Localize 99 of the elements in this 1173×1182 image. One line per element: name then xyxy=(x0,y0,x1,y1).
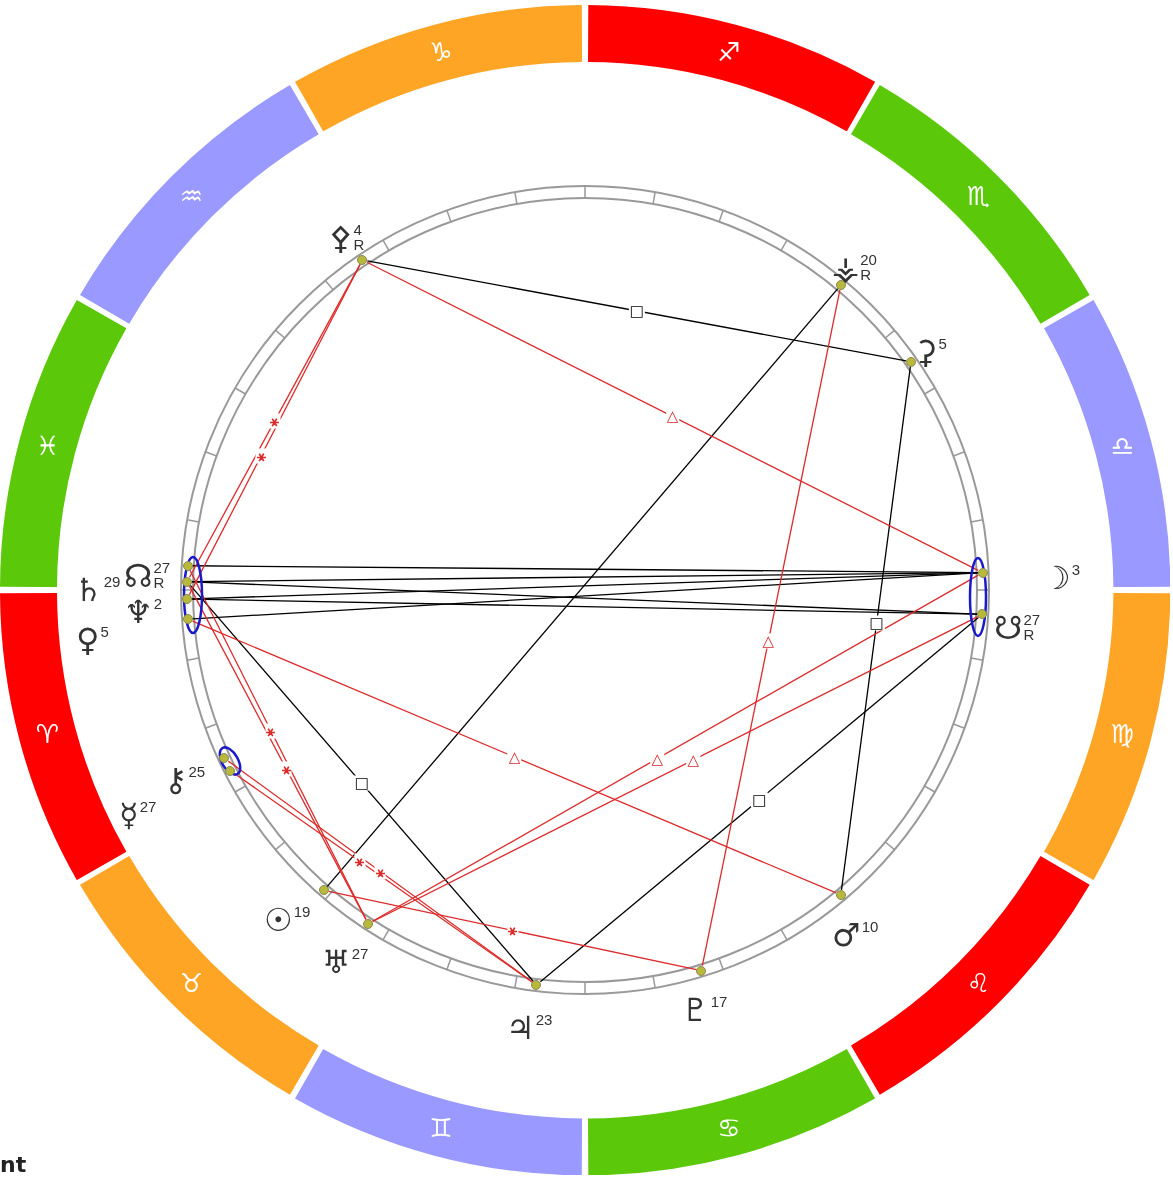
degree-number: 3 xyxy=(1071,562,1081,577)
degree-number: 25 xyxy=(188,764,206,779)
zodiac-glyph: ♓ xyxy=(35,432,60,459)
planet-glyph: ☊ xyxy=(124,560,153,592)
zodiac-glyph: ♍ xyxy=(1110,721,1135,747)
zodiac-glyph: ♈ xyxy=(35,721,60,747)
note-text: nt xyxy=(0,1152,27,1177)
planet-glyph: ♃ xyxy=(506,1012,535,1044)
planet-dot xyxy=(835,889,846,900)
zodiac-glyph: ♊ xyxy=(429,1114,453,1141)
degree-number: 27 xyxy=(1023,612,1041,627)
zodiac-segment xyxy=(79,84,319,324)
planet-dot xyxy=(363,918,374,929)
planet-dot xyxy=(182,594,193,604)
planet-glyph: ♅ xyxy=(322,946,351,978)
zodiac-segment xyxy=(295,1048,583,1175)
aspect-symbol: △ xyxy=(650,751,664,767)
aspect-symbol: ⚹ xyxy=(255,448,267,464)
aspect-symbol: ⚹ xyxy=(269,413,281,429)
aspect-line xyxy=(840,366,911,891)
planet-glyph: ♇ xyxy=(681,994,710,1026)
zodiac-segment xyxy=(1043,300,1170,588)
aspect-line xyxy=(192,572,979,620)
degree-number: 17 xyxy=(710,994,728,1009)
retrograde-mark: R xyxy=(353,237,365,252)
retrograde-mark: R xyxy=(860,267,873,282)
planet-dot xyxy=(906,356,916,367)
aspect-symbol: ⚹ xyxy=(354,853,366,869)
aspect-line xyxy=(191,598,978,615)
aspect-symbol: △ xyxy=(761,633,776,649)
degree-number: 27 xyxy=(139,799,157,814)
retrograde-mark: R xyxy=(153,575,166,590)
aspect-line xyxy=(539,616,980,983)
planet-glyph: ⚶ xyxy=(832,252,860,284)
aspect-symbol: ⚹ xyxy=(374,864,386,880)
zodiac-glyph: ♐ xyxy=(717,39,741,66)
aspect-symbol: □ xyxy=(353,775,370,791)
aspect-symbol: □ xyxy=(751,792,768,808)
planet-dot xyxy=(977,609,988,620)
planet-dot xyxy=(182,560,193,571)
aspect-line xyxy=(328,890,698,971)
planet-glyph: ⚳ xyxy=(914,336,938,368)
zodiac-segment xyxy=(587,5,875,132)
degree-number: 27 xyxy=(351,946,369,961)
aspect-symbol: ⚹ xyxy=(265,723,277,739)
planet-dot xyxy=(182,576,193,587)
planet-dot xyxy=(977,567,988,578)
planet-glyph: ♀ xyxy=(76,624,100,656)
aspect-symbol: △ xyxy=(507,749,522,765)
aspect-symbol: □ xyxy=(868,615,885,631)
degree-number: 29 xyxy=(103,574,121,589)
planet-glyph: ☋ xyxy=(994,612,1023,644)
zodiac-segment xyxy=(1043,592,1170,880)
aspect-line xyxy=(366,261,979,572)
planet-dot xyxy=(183,614,194,625)
planet-dot xyxy=(318,885,329,896)
planet-glyph: ☉ xyxy=(264,904,293,936)
planet-glyph: ☽ xyxy=(1042,562,1071,594)
aspect-symbol: △ xyxy=(686,752,701,768)
zodiac-segment xyxy=(587,1048,875,1175)
aspect-line xyxy=(192,620,837,894)
degree-number: 23 xyxy=(535,1012,553,1027)
degree-number: 19 xyxy=(293,904,311,919)
planet-glyph: ♄ xyxy=(74,574,103,606)
zodiac-glyph: ♒ xyxy=(179,183,204,210)
planet-dot xyxy=(357,255,368,266)
planet-dot xyxy=(219,753,230,764)
planet-glyph: ♆ xyxy=(124,596,153,628)
aspect-line xyxy=(366,260,907,362)
degree-number: 20 xyxy=(860,252,877,267)
degree-number: 2 xyxy=(153,596,163,611)
planet-glyph: ☿ xyxy=(119,799,139,831)
degree-number: 27 xyxy=(153,560,171,575)
degree-number: 4 xyxy=(353,222,363,237)
zodiac-glyph: ♏ xyxy=(966,183,991,210)
zodiac-glyph: ♌ xyxy=(966,970,991,997)
planet-dot xyxy=(225,765,236,776)
zodiac-glyph: ♎ xyxy=(1110,432,1135,459)
planet-glyph: ⚴ xyxy=(329,222,353,254)
aspect-line xyxy=(189,584,534,982)
aspect-line xyxy=(191,581,978,615)
degree-number: 5 xyxy=(100,624,109,639)
planet-glyph: ♂ xyxy=(832,919,861,951)
zodiac-glyph: ♉ xyxy=(179,970,204,997)
zodiac-segment xyxy=(295,5,583,132)
aspect-symbol: ⚹ xyxy=(280,761,292,777)
zodiac-glyph: ♋ xyxy=(717,1114,741,1141)
retrograde-mark: R xyxy=(1023,627,1036,642)
aspect-symbol: □ xyxy=(628,303,645,319)
aspect-line xyxy=(701,289,841,967)
planet-dot xyxy=(696,965,707,976)
degree-number: 5 xyxy=(938,336,947,351)
zodiac-glyph: ♑ xyxy=(429,39,453,66)
degree-number: 10 xyxy=(861,919,879,934)
planet-glyph: ⚷ xyxy=(164,764,188,796)
zodiac-segment xyxy=(79,856,319,1096)
aspect-line xyxy=(326,288,839,888)
planet-dot xyxy=(531,980,542,991)
aspect-symbol: △ xyxy=(665,408,680,424)
